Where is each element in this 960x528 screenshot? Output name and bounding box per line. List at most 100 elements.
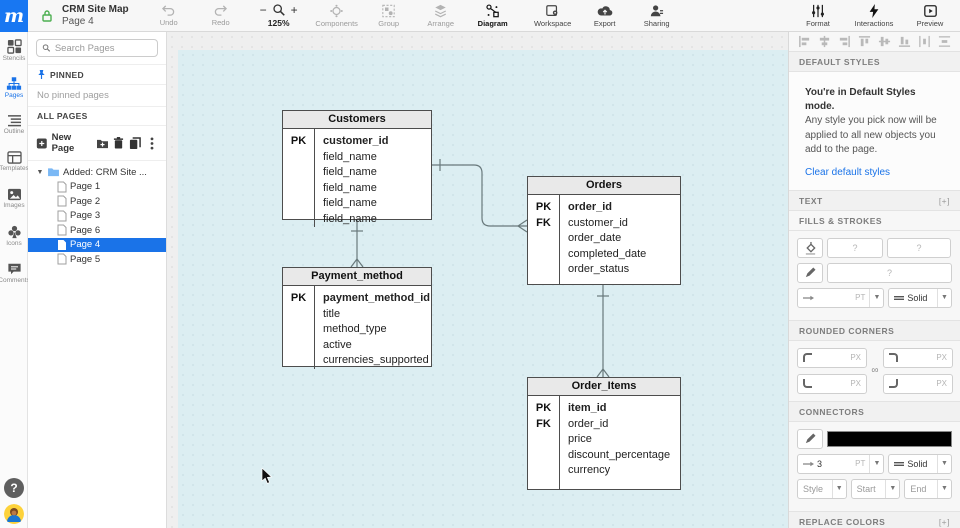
distribute-v-icon[interactable] [938,35,951,48]
fill-color-button[interactable] [797,237,823,258]
components-button[interactable]: Components [311,0,363,32]
rail-item-pages[interactable]: Pages [0,69,28,106]
rail-item-icons[interactable]: Icons [0,217,28,254]
stroke-width-dropdown[interactable]: PT ▼ [797,287,885,308]
link-corners-icon[interactable]: ∞ [871,365,879,376]
stroke-color-button[interactable] [797,262,823,283]
page-row[interactable]: Page 1 [28,180,166,195]
page-row[interactable]: Page 2 [28,194,166,209]
fills-strokes-controls: ? ? ? PT ▼ Solid ▼ [789,231,960,320]
redo-button[interactable]: Redo [195,0,247,32]
page-row-selected[interactable]: Page 4 [28,237,166,252]
rail-item-images[interactable]: Images [0,180,28,217]
help-button[interactable]: ? [4,478,24,498]
new-page-label[interactable]: New Page [51,132,75,154]
export-button[interactable]: Export [579,0,631,32]
page-row[interactable]: Page 3 [28,209,166,224]
delete-page-button[interactable] [113,137,125,149]
er-field-list: customer_id field_name field_name field_… [323,135,389,225]
connector-style-dropdown[interactable]: Solid ▼ [888,453,952,474]
connector-color-button[interactable] [797,428,823,449]
top-toolbar: m CRM Site Map Page 4 Undo Redo − + 125% [0,0,960,32]
align-top-icon[interactable] [858,35,871,48]
pages-more-menu-button[interactable] [146,136,158,150]
arrange-button[interactable]: Arrange [415,0,467,32]
pages-panel: PINNED No pinned pages ALL PAGES New Pag… [28,32,167,528]
text-expand-button[interactable]: [+] [938,195,950,206]
interactions-button[interactable]: Interactions [844,0,904,32]
default-styles-header[interactable]: DEFAULT STYLES [789,52,960,72]
align-middle-v-icon[interactable] [878,35,891,48]
zoom-level[interactable]: 125% [267,18,290,28]
er-table-orders[interactable]: Orders PK FK order_id customer_id order_… [527,176,681,285]
mouse-cursor [261,468,273,484]
interactions-bolt-icon [869,3,879,18]
corner-bl-field[interactable]: PX [797,373,867,394]
format-button[interactable]: Format [792,0,844,32]
page-row[interactable]: Page 6 [28,223,166,238]
rounded-corners-header[interactable]: ROUNDED CORNERS [789,319,960,341]
pages-toolbar: New Page [28,126,166,161]
corner-br-field[interactable]: PX [883,373,953,394]
duplicate-page-button[interactable] [129,136,142,150]
page-folder-row[interactable]: ▼ Added: CRM Site ... [36,166,147,178]
clear-default-styles-link[interactable]: Clear default styles [805,166,891,178]
caret-down-icon: ▼ [937,454,951,473]
fills-strokes-header[interactable]: FILLS & STROKES [789,210,960,231]
connectors-header[interactable]: CONNECTORS [789,400,960,422]
distribute-h-icon[interactable] [918,35,931,48]
caret-down-icon: ▼ [885,479,899,498]
arrange-icon [435,4,447,17]
preview-button[interactable]: Preview [904,0,956,32]
new-folder-button[interactable] [96,138,109,149]
corner-tl-field[interactable]: PX [797,347,867,368]
er-table-payment-method[interactable]: Payment_method PK payment_method_id titl… [282,267,432,369]
connector-end-dropdown[interactable]: End ▼ [904,478,952,499]
canvas-workspace[interactable]: Customers PK customer_id field_name fiel… [167,32,788,528]
workspace-button[interactable]: Workspace [527,0,579,32]
sharing-button[interactable]: Sharing [631,0,683,32]
text-section-header[interactable]: TEXT [+] [789,189,960,211]
user-avatar[interactable] [4,504,24,524]
page-icon [58,239,66,250]
rail-item-comments[interactable]: Comments [0,254,30,291]
magnifier-icon[interactable] [272,3,286,17]
zoom-in-button[interactable]: + [290,3,298,17]
undo-button[interactable]: Undo [143,0,195,32]
stroke-style-dropdown[interactable]: Solid ▼ [888,287,952,308]
stroke-color-field[interactable]: ? [827,262,952,283]
caret-down-icon: ▼ [936,479,951,498]
page-row[interactable]: Page 5 [28,252,166,267]
document-title-block[interactable]: CRM Site Map Page 4 [62,4,129,28]
align-right-icon[interactable] [838,35,851,48]
moqups-logo-icon[interactable]: m [0,0,28,32]
fill-color-field-2[interactable]: ? [887,237,951,258]
search-pages-box[interactable] [36,39,158,57]
corner-tr-field[interactable]: PX [883,347,953,368]
replace-colors-header[interactable]: REPLACE COLORS [+] [789,510,960,528]
zoom-out-button[interactable]: − [259,3,267,17]
zoom-controls: − + 125% [247,0,311,32]
caret-down-icon[interactable]: ▼ [36,168,44,176]
connector-line-style-dropdown[interactable]: Style ▼ [797,478,847,499]
align-left-icon[interactable] [798,35,811,48]
new-page-icon[interactable] [36,137,48,150]
align-bottom-icon[interactable] [898,35,911,48]
er-table-customers[interactable]: Customers PK customer_id field_name fiel… [282,110,432,227]
align-center-h-icon[interactable] [818,35,831,48]
rail-item-stencils[interactable]: Stencils [0,32,28,69]
diagram-button[interactable]: Diagram [467,0,519,32]
search-pages-input[interactable] [54,42,152,54]
replace-colors-expand-button[interactable]: [+] [938,516,950,527]
rail-item-outline[interactable]: Outline [0,106,28,143]
rail-item-templates[interactable]: Templates [0,143,29,180]
page-artboard[interactable]: Customers PK customer_id field_name fiel… [178,50,788,528]
fill-color-field-1[interactable]: ? [827,237,883,258]
er-table-order-items[interactable]: Order_Items PK FK item_id order_id price… [527,377,681,490]
images-icon [7,188,21,201]
connector-width-dropdown[interactable]: 3 PT ▼ [797,453,885,474]
group-button[interactable]: Group [363,0,415,32]
connector-start-dropdown[interactable]: Start ▼ [850,478,901,499]
connector-color-swatch[interactable] [827,430,952,447]
